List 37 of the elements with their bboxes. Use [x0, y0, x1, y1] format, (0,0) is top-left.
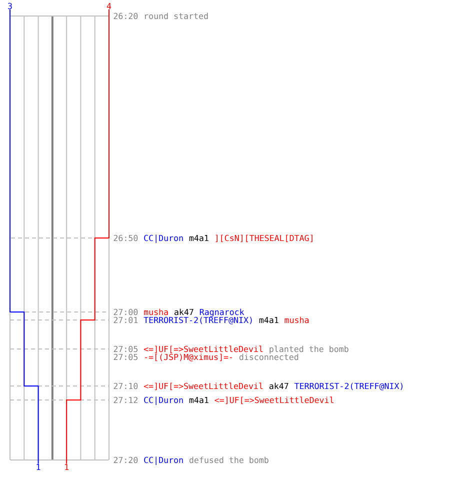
- player-count: 3: [8, 2, 12, 10]
- player-name: <=]UF[=>SweetLittleDevil: [214, 396, 334, 404]
- timestamp: 26:20: [114, 12, 138, 20]
- timestamp: 27:05: [114, 346, 138, 352]
- event-text: planted the bomb: [270, 346, 348, 354]
- player-name: ][CsN][THESEAL[DTAG]: [216, 234, 312, 242]
- player-count: 1: [36, 464, 40, 470]
- event-text: disconnected: [239, 354, 298, 360]
- player-name: CC|Duron: [144, 396, 183, 405]
- event-text: defused the bomb: [189, 456, 268, 464]
- timestamp: 27:12: [114, 396, 138, 403]
- player-name: CC|Duron: [144, 234, 183, 243]
- player-name: musha: [144, 308, 168, 316]
- timestamp: 27:01: [114, 316, 138, 324]
- player-name: <=]UF[=>SweetLittleDevil: [144, 346, 263, 354]
- player-name: TERRORIST-2(TREFF@NIX): [144, 316, 252, 324]
- player-count: 4: [106, 2, 112, 10]
- team-line: [66, 8, 110, 464]
- weapon-name: m4a1: [259, 316, 278, 324]
- weapon-name: ak47: [174, 308, 194, 316]
- player-name: -=[(JSP)M@ximus]=-: [145, 354, 232, 362]
- timestamp: 27:05: [114, 354, 138, 360]
- event-text: round started: [145, 12, 208, 20]
- timestamp: 27:00: [114, 308, 138, 316]
- player-name: <=]UF[=>SweetLittleDevil: [144, 382, 263, 390]
- timestamp: 26:50: [114, 234, 138, 242]
- timestamp: 27:20: [114, 456, 138, 464]
- timestamp: 27:10: [114, 382, 138, 390]
- player-count: 1: [65, 464, 68, 470]
- player-name: Ragnarock: [200, 308, 244, 317]
- player-name: TERRORIST-2(TREFF@NIX): [294, 382, 402, 390]
- player-name: musha: [284, 316, 309, 324]
- team-line: [10, 8, 39, 464]
- weapon-name: m4a1: [189, 234, 208, 242]
- weapon-name: ak47: [269, 382, 288, 390]
- player-name: CC|Duron: [144, 456, 183, 465]
- weapon-name: m4a1: [189, 396, 208, 404]
